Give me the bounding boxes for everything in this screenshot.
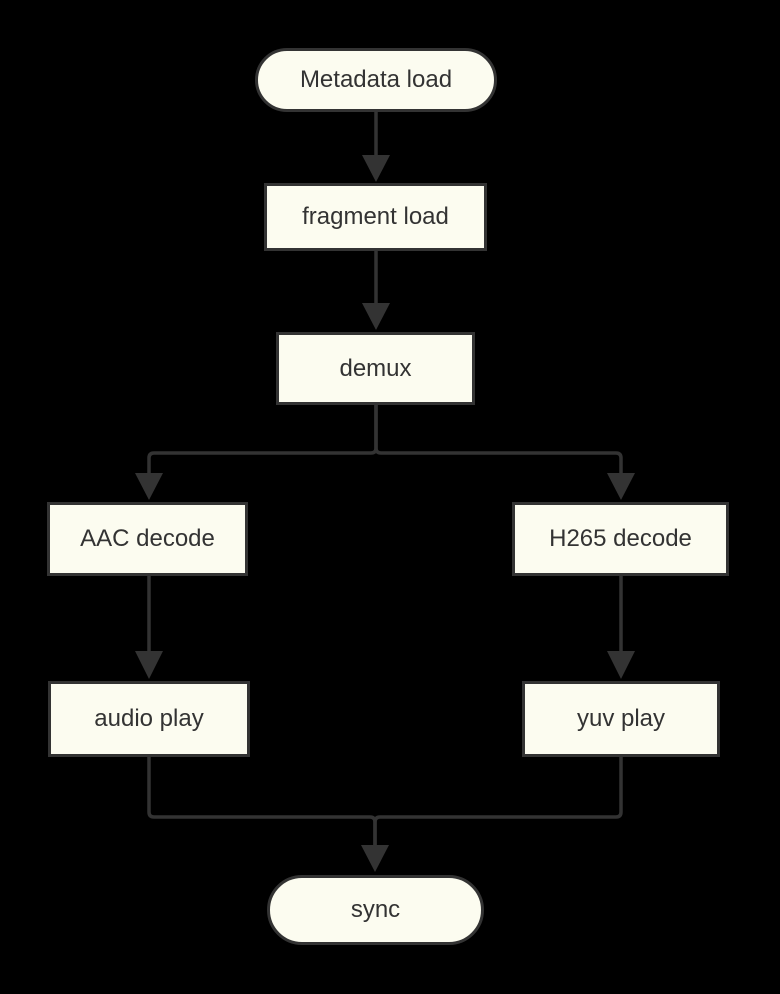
node-audio-play: audio play bbox=[48, 681, 250, 757]
node-h265-decode: H265 decode bbox=[512, 502, 729, 576]
edge-demux-to-aac bbox=[147, 405, 378, 474]
arrowhead-demux bbox=[362, 303, 390, 330]
node-yuv-play: yuv play bbox=[522, 681, 720, 757]
node-fragment-load: fragment load bbox=[264, 183, 487, 251]
arrowhead-fragment bbox=[362, 155, 390, 182]
node-sync: sync bbox=[267, 875, 484, 945]
arrowhead-sync bbox=[361, 845, 389, 872]
node-metadata-load: Metadata load bbox=[255, 48, 497, 112]
edge-demux-to-h265 bbox=[374, 405, 623, 474]
arrowhead-aac bbox=[135, 473, 163, 500]
edge-yuv-to-sync bbox=[373, 757, 623, 846]
arrowhead-yuv bbox=[607, 651, 635, 679]
node-demux: demux bbox=[276, 332, 475, 405]
arrowhead-h265 bbox=[607, 473, 635, 500]
arrowhead-audio bbox=[135, 651, 163, 679]
node-aac-decode: AAC decode bbox=[47, 502, 248, 576]
edge-audio-to-sync bbox=[147, 757, 377, 846]
